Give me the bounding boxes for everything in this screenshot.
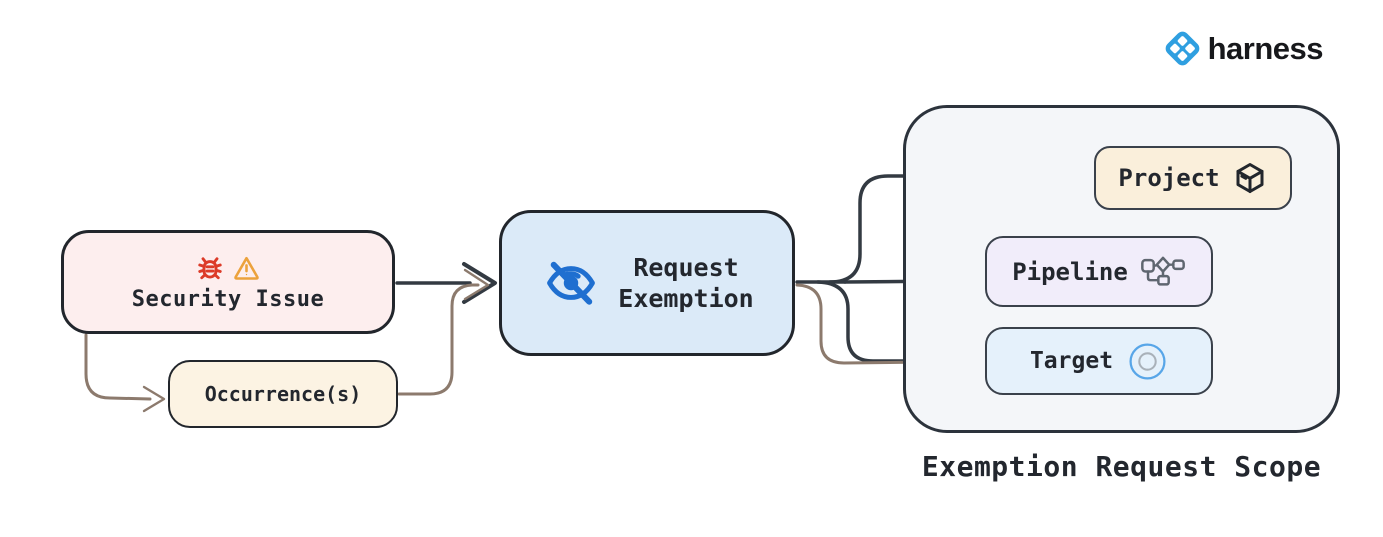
harness-logo-icon <box>1162 28 1203 69</box>
security-issue-icons <box>195 253 261 283</box>
eye-slash-icon <box>540 255 602 311</box>
node-occurrences: Occurrence(s) <box>168 360 398 428</box>
node-request-exemption: Request Exemption <box>499 210 795 356</box>
node-security-issue: Security Issue <box>61 230 395 334</box>
node-target: Target <box>985 327 1213 395</box>
edge-occurrence-to-request <box>397 283 480 396</box>
warning-icon <box>232 254 261 282</box>
node-project: Project <box>1094 146 1292 210</box>
project-label: Project <box>1118 164 1220 192</box>
target-circle-icon <box>1127 341 1168 382</box>
request-exemption-line2: Exemption <box>618 284 754 313</box>
pipeline-flowchart-icon <box>1140 256 1186 287</box>
arrowhead-occurrence <box>142 385 166 413</box>
request-exemption-line1: Request <box>633 252 739 282</box>
brand-logo: harness <box>1162 28 1324 69</box>
security-issue-label: Security Issue <box>131 286 325 312</box>
brand-wordmark: harness <box>1207 30 1324 66</box>
bug-icon <box>195 253 225 283</box>
arrowhead-request-dark <box>462 262 497 304</box>
request-exemption-label: Request Exemption <box>618 252 753 315</box>
scope-title: Exemption Request Scope <box>921 450 1322 483</box>
arrowhead-request-brown <box>463 268 490 301</box>
package-cube-icon <box>1232 159 1268 197</box>
edge-security-to-occurrence <box>84 333 152 401</box>
node-pipeline: Pipeline <box>985 236 1213 307</box>
occurrences-label: Occurrence(s) <box>204 382 362 406</box>
target-label: Target <box>1029 348 1114 374</box>
pipeline-label: Pipeline <box>1012 257 1128 286</box>
